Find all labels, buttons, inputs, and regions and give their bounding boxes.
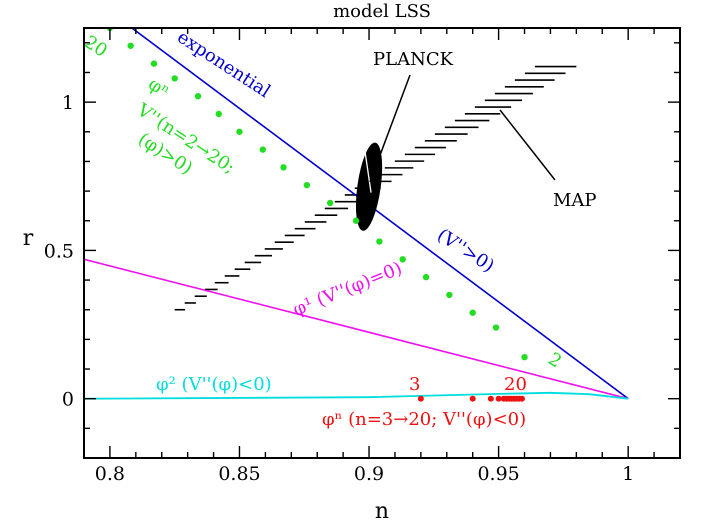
x-axis-label: n [375, 499, 389, 524]
x-tick-label: 0.8 [95, 463, 125, 485]
phi-n-negative-point [487, 395, 494, 402]
phi-n-positive-point [326, 199, 334, 207]
map-pointer [499, 109, 556, 181]
phi-n-negative-point [469, 395, 476, 402]
x-tick-label: 0.85 [218, 463, 260, 485]
planck-pointer [369, 74, 411, 183]
phi-n-positive-point [303, 181, 311, 189]
y-tick-label: 1 [62, 92, 74, 114]
phi-n-negative-end-label: 20 [504, 374, 527, 395]
phi-n-positive-point [171, 75, 178, 82]
phi-n-positive-point [399, 256, 406, 263]
phi-n-negative-point [495, 395, 502, 402]
y-tick-label: 0 [62, 389, 74, 411]
phi2-label: φ² (V''(φ)<0) [156, 374, 272, 395]
phi-n-negative-point [417, 395, 424, 402]
y-axis-label: r [23, 226, 34, 251]
phi-n-positive-label-1: φⁿ [144, 74, 173, 103]
phi-n-positive-point [150, 60, 158, 67]
phi-n-positive-point [469, 309, 476, 316]
phi-n-positive-end-label: 2 [544, 349, 565, 373]
plot-frame [83, 27, 681, 459]
phi1-label: φ¹ (V''(φ)=0) [290, 258, 405, 321]
map-label: MAP [553, 190, 597, 211]
phi-n-positive-point [422, 273, 430, 281]
exponential-label: exponential [173, 27, 274, 103]
x-tick-label: 1 [622, 463, 634, 485]
phi-n-positive-point [127, 42, 134, 49]
chart-title: model LSS [333, 1, 431, 22]
exponential-condition-label: (V''>0) [433, 225, 498, 277]
planck-ellipse [355, 142, 383, 231]
x-tick-label: 0.95 [477, 463, 519, 485]
phi1-line [84, 258, 629, 400]
phi-n-positive-point [194, 93, 202, 100]
exponential-line [131, 28, 629, 400]
phi-n-positive-point [280, 164, 287, 171]
phi-n-positive-point [259, 146, 266, 153]
planck-label: PLANCK [373, 49, 454, 70]
phi-n-positive-point [352, 217, 360, 224]
phi-n-positive-point [521, 353, 528, 361]
phi-n-negative-point [518, 395, 525, 402]
planck-highlight [364, 151, 372, 193]
phi-n-positive-point [236, 128, 243, 135]
phi-n-positive-point [446, 291, 453, 299]
phi-n-negative-start-label: 3 [409, 374, 420, 395]
phi-n-negative-label: φⁿ (n=3→20; V''(φ)<0) [322, 409, 526, 430]
phi-n-positive-point [215, 110, 222, 118]
phi-n-positive-point [376, 238, 383, 245]
y-tick-label: 0.5 [44, 240, 74, 262]
x-tick-label: 0.9 [354, 463, 384, 485]
phi-n-positive-point [492, 324, 500, 331]
phi2-line [84, 391, 629, 400]
